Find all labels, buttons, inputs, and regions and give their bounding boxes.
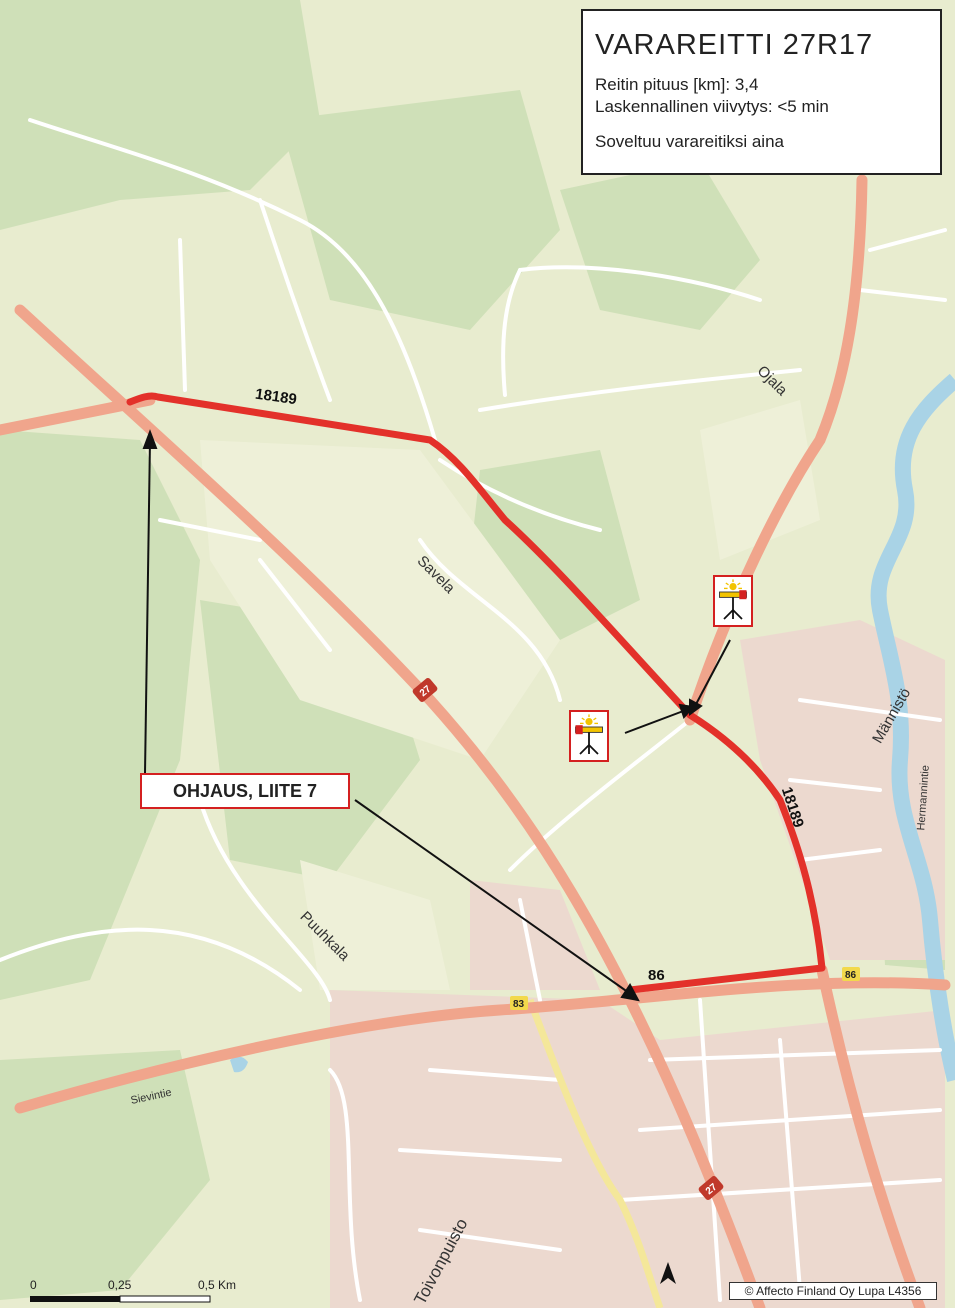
scale-label-025: 0,25 bbox=[108, 1278, 132, 1292]
route-length: Reitin pituus [km]: 3,4 bbox=[595, 75, 759, 94]
detour-sign-icon bbox=[569, 710, 609, 762]
river bbox=[870, 373, 955, 1082]
scale-label-05: 0,5 Km bbox=[198, 1278, 237, 1292]
route-note: Soveltuu varareitiksi aina bbox=[595, 132, 784, 151]
north-arrow-icon bbox=[660, 1262, 676, 1284]
detour-route bbox=[126, 392, 826, 994]
pond bbox=[230, 1056, 248, 1073]
field-areas bbox=[200, 400, 820, 990]
callout-ohjaus: OHJAUS, LIITE 7 bbox=[140, 773, 350, 809]
local-road-yellow bbox=[526, 998, 664, 1308]
route-info-box: VARAREITTI 27R17 Reitin pituus [km]: 3,4… bbox=[581, 9, 942, 175]
detour-sign-icon bbox=[713, 575, 753, 627]
road-shield-86-b: 86 bbox=[845, 970, 857, 981]
scale-labels: 0 0,25 0,5 Km bbox=[30, 1278, 250, 1302]
copyright-notice: © Affecto Finland Oy Lupa L4356 bbox=[729, 1282, 937, 1300]
main-roads bbox=[0, 174, 951, 1308]
road-shields: 27 27 83 86 bbox=[412, 678, 860, 1200]
scale-label-0: 0 bbox=[30, 1278, 37, 1292]
route-delay: Laskennallinen viivytys: <5 min bbox=[595, 97, 829, 116]
route-title: VARAREITTI 27R17 bbox=[595, 29, 874, 61]
scale-bar bbox=[30, 1295, 211, 1303]
road-shield-83: 83 bbox=[513, 999, 525, 1010]
pointer-arrow-icon bbox=[142, 429, 731, 1002]
place-label-hermannintie: Hermannintie bbox=[915, 765, 932, 831]
road-label-18189-a: 18189 bbox=[254, 386, 298, 409]
minor-roads bbox=[0, 118, 947, 1302]
road-label-86-a: 86 bbox=[648, 967, 665, 984]
